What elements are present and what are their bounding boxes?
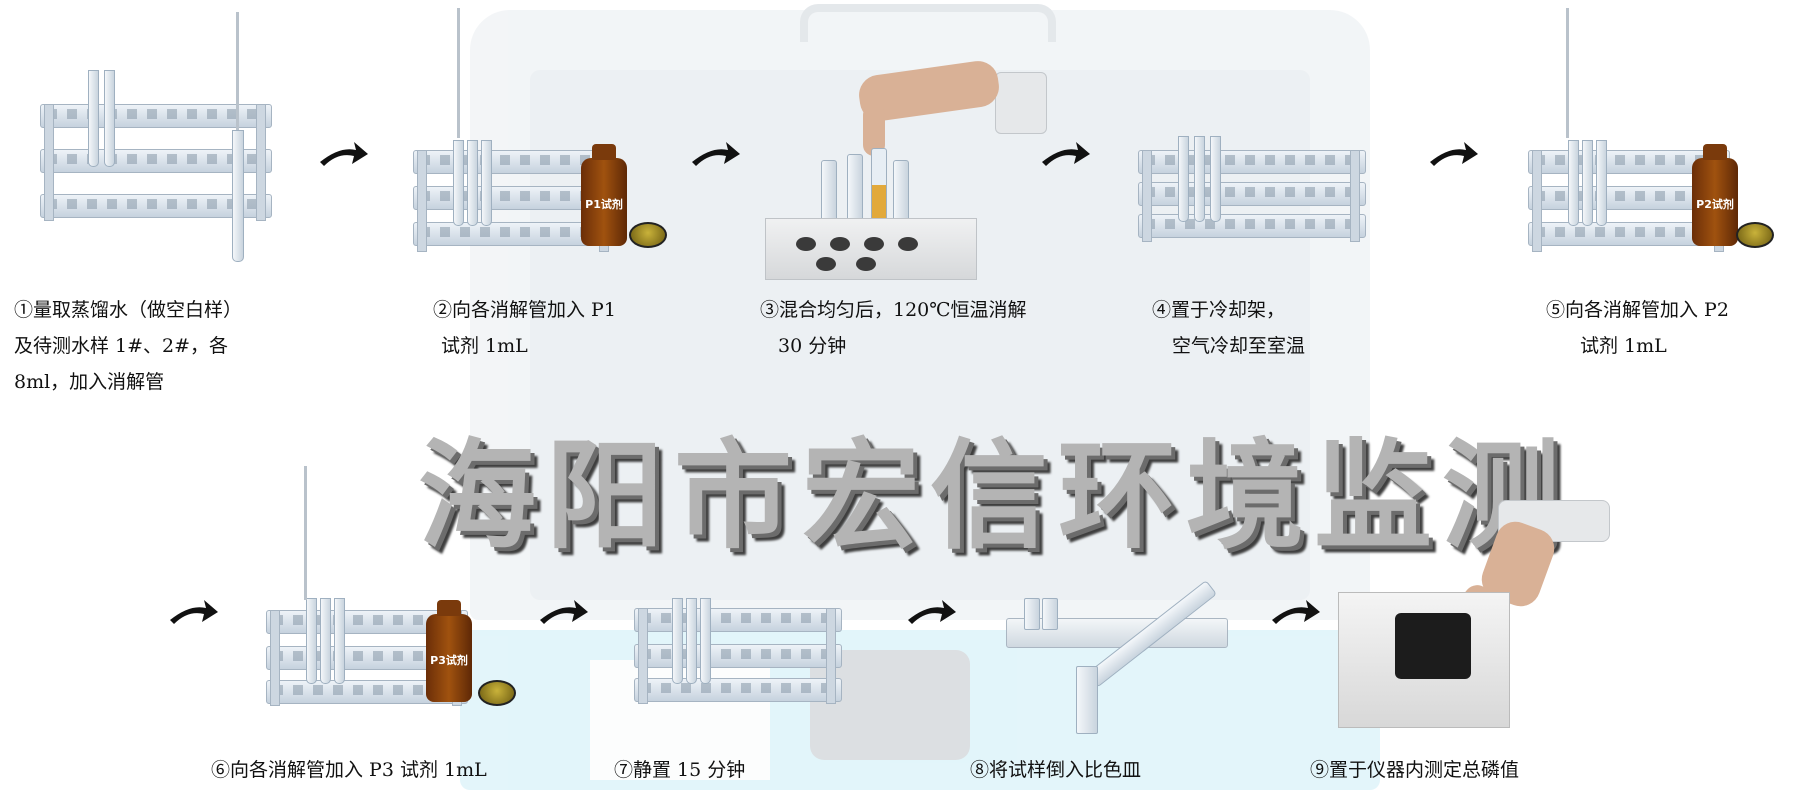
company-watermark: 海阳市宏信环境监测: [418, 427, 1571, 565]
step-2-caption: ②向各消解管加入 P1 试剂 1mL: [433, 299, 616, 357]
right-arrow-icon: [1042, 142, 1090, 166]
step-2-illustration: P1试剂: [413, 8, 673, 270]
step-1-caption: ①量取蒸馏水（做空白样） 及待测水样 1#、2#，各 8ml，加入消解管: [14, 299, 243, 393]
right-arrow-icon: [692, 142, 740, 166]
step-4-caption: ④置于冷却架， 空气冷却至室温: [1152, 299, 1306, 357]
step-4-illustration: [1138, 136, 1368, 246]
right-arrow-icon: [908, 600, 956, 624]
right-arrow-icon: [320, 142, 368, 166]
step-3-illustration: [765, 58, 1047, 280]
step-9-caption: ⑨置于仪器内测定总磷值: [1310, 759, 1520, 781]
step-7-caption: ⑦静置 15 分钟: [614, 759, 746, 781]
digestion-heater: [765, 218, 977, 280]
right-arrow-icon: [1272, 600, 1320, 624]
step-5-illustration: P2试剂: [1528, 8, 1788, 270]
bottle-cap: [1736, 222, 1774, 248]
step-6-caption: ⑥向各消解管加入 P3 试剂 1mL: [211, 759, 487, 781]
pipette: [1566, 8, 1569, 138]
cooling-rack: [1138, 148, 1366, 248]
bottle-cap: [629, 222, 667, 248]
step-9-illustration: [1338, 500, 1610, 730]
step-7-illustration: [634, 598, 844, 708]
cuvette: [1076, 666, 1098, 734]
step-6-illustration: P3试剂: [266, 466, 526, 718]
phosphorus-analyzer: [1338, 592, 1510, 728]
step-5-caption: ⑤向各消解管加入 P2 试剂 1mL: [1546, 299, 1729, 357]
pipette: [304, 466, 307, 600]
test-tube-rack: [634, 608, 842, 708]
pipette: [236, 12, 239, 132]
reagent-bottle-p3: P3试剂: [426, 600, 472, 702]
bottle-cap: [478, 680, 516, 706]
step-8-illustration: [1006, 580, 1246, 746]
step-1-illustration: [40, 12, 280, 262]
step-3-caption: ③混合均匀后，120℃恒温消解 30 分钟: [760, 299, 1027, 357]
case-base: [460, 630, 1380, 790]
right-arrow-icon: [1430, 142, 1478, 166]
pipette: [457, 8, 460, 138]
right-arrow-icon: [170, 600, 218, 624]
reagent-bottle-p1: P1试剂: [581, 144, 627, 246]
right-arrow-icon: [540, 600, 588, 624]
reagent-bottle-p2: P2试剂: [1692, 144, 1738, 246]
case-handle: [800, 4, 1056, 42]
step-8-caption: ⑧将试样倒入比色皿: [970, 759, 1142, 781]
